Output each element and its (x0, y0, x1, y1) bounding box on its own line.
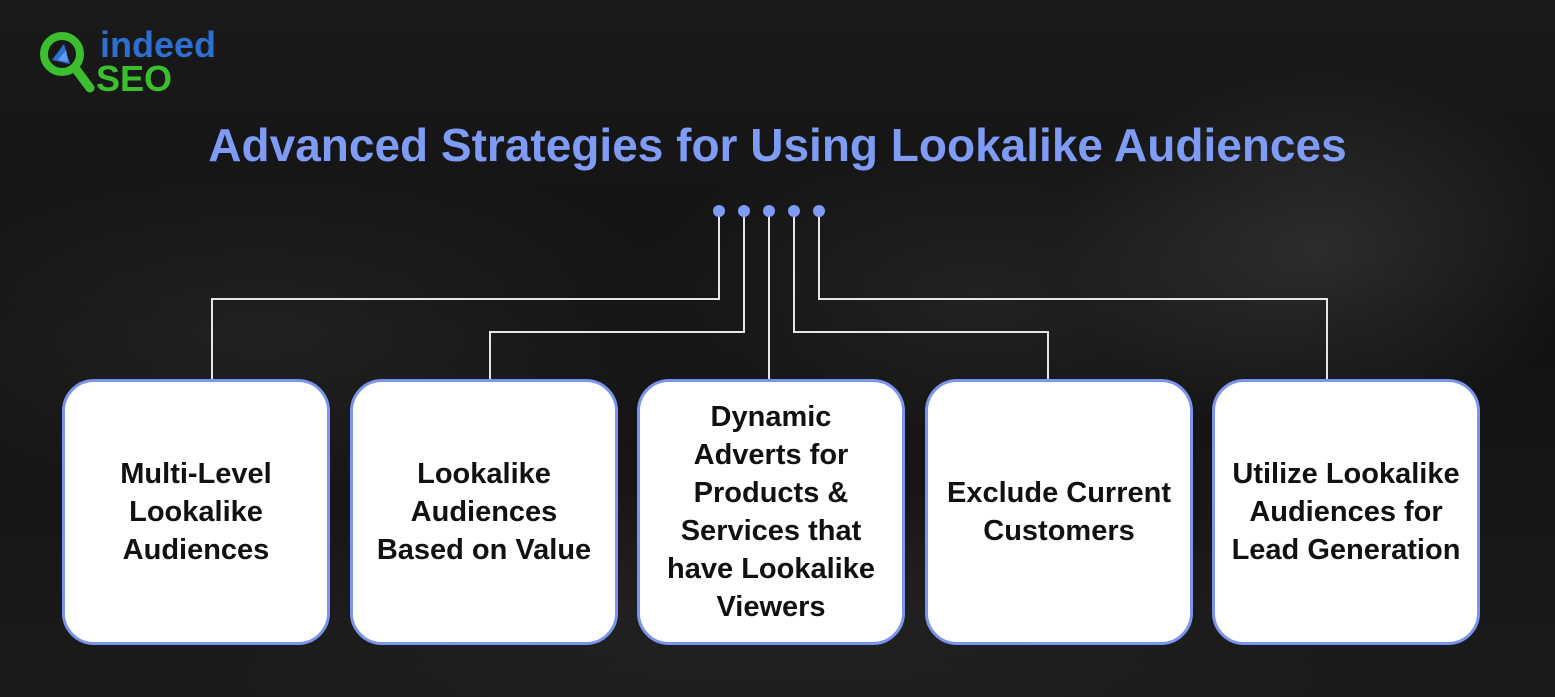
strategy-label: Exclude Current Customers (947, 477, 1171, 547)
page-title: Advanced Strategies for Using Lookalike … (208, 119, 1347, 171)
strategy-card-5: Utilize Lookalike Audiences for Lead Gen… (1212, 379, 1480, 645)
strategy-card-1: Multi-Level Lookalike Audiences (62, 379, 330, 645)
strategy-label: Utilize Lookalike Audiences for Lead Gen… (1231, 458, 1461, 566)
connector-5 (818, 211, 1328, 379)
strategy-label: Lookalike Audiences Based on Value (376, 458, 592, 566)
strategy-label: Multi-Level Lookalike Audiences (120, 458, 272, 566)
strategy-card-2: Lookalike Audiences Based on Value (350, 379, 618, 645)
strategy-card-4: Exclude Current Customers (925, 379, 1193, 645)
connector-4 (793, 211, 1049, 379)
connector-2 (489, 211, 745, 379)
connector-dot-2 (738, 205, 750, 217)
connector-dot-3 (763, 205, 775, 217)
logo-text-seo: SEO (96, 58, 173, 99)
magnifier-logo-icon (40, 32, 95, 93)
connector-dot-1 (713, 205, 725, 217)
strategy-card-3: Dynamic Adverts for Products & Services … (637, 379, 905, 645)
logo-text-indeed: indeed (100, 24, 217, 65)
connector-dot-5 (813, 205, 825, 217)
connector-1 (211, 211, 720, 379)
strategy-label: Dynamic Adverts for Products & Services … (667, 401, 875, 623)
indeedseo-logo: indeed SEO (38, 24, 238, 99)
connector-dot-4 (788, 205, 800, 217)
